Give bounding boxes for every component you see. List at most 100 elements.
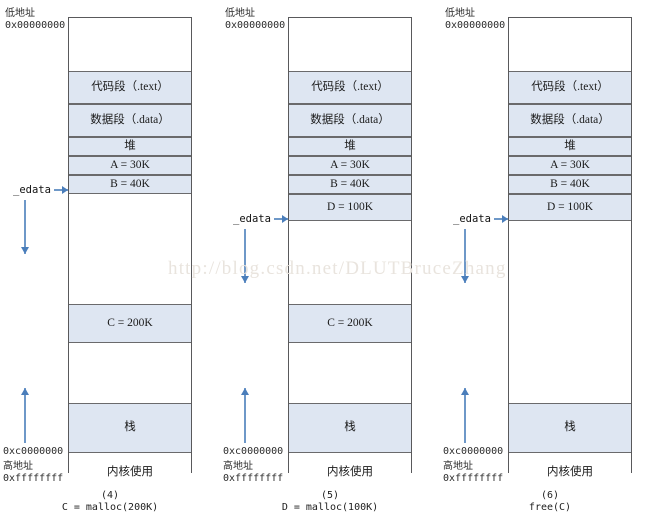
segment-kernel: 内核使用: [509, 453, 631, 492]
segment-text-segment: 代码段（.text）: [289, 71, 411, 104]
memory-box: 代码段（.text） 数据段（.data） 堆 A = 30K B = 40K D = 1…: [508, 17, 632, 492]
segment-label: 代码段（.text）: [531, 80, 609, 93]
caption-number: (5): [320, 490, 340, 501]
segment-label: 内核使用: [547, 465, 593, 478]
column-caption: (4)C = malloc(200K): [0, 490, 220, 514]
segment-label: 内核使用: [327, 465, 373, 478]
column-caption: (6)free(C): [440, 490, 660, 514]
high-address-hex: 0xffffffff: [443, 473, 504, 484]
segment-unused-top: [509, 18, 631, 71]
segment-block-c: C = 200K: [69, 304, 191, 343]
segment-stack: 栈: [289, 403, 411, 453]
segment-kernel: 内核使用: [289, 453, 411, 492]
high-address-cn: 高地址: [443, 461, 473, 472]
segment-block-b: B = 40K: [289, 175, 411, 194]
segment-label: B = 40K: [330, 177, 370, 190]
segment-label: 栈: [344, 421, 356, 434]
segment-label: C = 200K: [327, 316, 373, 329]
high-address-cn: 高地址: [3, 461, 33, 472]
caption-number: (6): [540, 490, 560, 501]
segment-label: B = 40K: [550, 177, 590, 190]
segment-data-segment: 数据段（.data）: [509, 104, 631, 137]
high-address-cn: 高地址: [223, 461, 253, 472]
segment-label: D = 100K: [326, 200, 374, 213]
segment-block-b: B = 40K: [69, 175, 191, 194]
low-address-cn: 低地址: [5, 8, 35, 19]
edata-label: _edata: [453, 213, 491, 225]
segment-label: C = 200K: [107, 316, 153, 329]
segment-label: 数据段（.data）: [530, 113, 610, 126]
segment-label: 栈: [564, 421, 576, 434]
high-address-hex: 0xffffffff: [223, 473, 284, 484]
segment-label: 代码段（.text）: [311, 80, 389, 93]
memory-box: 代码段（.text） 数据段（.data） 堆 A = 30K B = 40K C = 2…: [68, 17, 192, 492]
heap-grow-down-arrow: [21, 200, 29, 254]
segment-stack: 栈: [69, 403, 191, 453]
memory-column-col-6: 代码段（.text） 数据段（.data） 堆 A = 30K B = 40K D = 1…: [440, 0, 660, 523]
segment-data-segment: 数据段（.data）: [289, 104, 411, 137]
kernel-boundary-hex-label: 0xc0000000: [223, 446, 284, 457]
segment-label: B = 40K: [110, 177, 150, 190]
stack-grow-up-arrow: [241, 388, 249, 443]
segment-block-c: C = 200K: [289, 304, 411, 343]
segment-kernel: 内核使用: [69, 453, 191, 492]
segment-label: 数据段（.data）: [90, 113, 170, 126]
watermark-text: http://blog.csdn.net/DLUTBruceZhang: [168, 258, 507, 279]
segment-free-gap-1: [509, 221, 631, 403]
segment-block-d: D = 100K: [289, 194, 411, 221]
segment-label: A = 30K: [110, 158, 150, 171]
caption-operation: free(C): [528, 502, 572, 513]
caption-operation: D = malloc(100K): [281, 502, 379, 513]
segment-heap: 堆: [509, 137, 631, 156]
segment-label: 堆: [124, 139, 136, 152]
segment-free-gap-1: [289, 221, 411, 304]
segment-block-a: A = 30K: [289, 156, 411, 175]
segment-label: 内核使用: [107, 465, 153, 478]
segment-label: 栈: [124, 421, 136, 434]
segment-stack: 栈: [509, 403, 631, 453]
segment-text-segment: 代码段（.text）: [69, 71, 191, 104]
segment-free-gap-2: [289, 343, 411, 403]
segment-unused-top: [289, 18, 411, 71]
segment-block-b: B = 40K: [509, 175, 631, 194]
stack-grow-up-arrow: [21, 388, 29, 443]
segment-block-d: D = 100K: [509, 194, 631, 221]
segment-data-segment: 数据段（.data）: [69, 104, 191, 137]
caption-number: (4): [100, 490, 120, 501]
segment-label: 代码段（.text）: [91, 80, 169, 93]
low-address-hex: 0x00000000: [225, 20, 286, 31]
segment-label: 堆: [564, 139, 576, 152]
low-address-hex: 0x00000000: [5, 20, 66, 31]
low-address-hex: 0x00000000: [445, 20, 506, 31]
low-address-cn: 低地址: [445, 8, 475, 19]
segment-block-a: A = 30K: [69, 156, 191, 175]
kernel-boundary-hex-label: 0xc0000000: [443, 446, 504, 457]
segment-block-a: A = 30K: [509, 156, 631, 175]
edata-label: _edata: [13, 184, 51, 196]
segment-heap: 堆: [289, 137, 411, 156]
stack-grow-up-arrow: [461, 388, 469, 443]
low-address-cn: 低地址: [225, 8, 255, 19]
column-caption: (5)D = malloc(100K): [220, 490, 440, 514]
segment-free-gap-2: [69, 343, 191, 403]
caption-operation: C = malloc(200K): [61, 502, 159, 513]
segment-label: 数据段（.data）: [310, 113, 390, 126]
kernel-boundary-hex-label: 0xc0000000: [3, 446, 64, 457]
segment-label: D = 100K: [546, 200, 594, 213]
segment-free-gap-1: [69, 194, 191, 304]
segment-text-segment: 代码段（.text）: [509, 71, 631, 104]
segment-label: 堆: [344, 139, 356, 152]
high-address-hex: 0xffffffff: [3, 473, 64, 484]
segment-unused-top: [69, 18, 191, 71]
memory-box: 代码段（.text） 数据段（.data） 堆 A = 30K B = 40K D = 1…: [288, 17, 412, 492]
segment-heap: 堆: [69, 137, 191, 156]
edata-label: _edata: [233, 213, 271, 225]
segment-label: A = 30K: [550, 158, 590, 171]
